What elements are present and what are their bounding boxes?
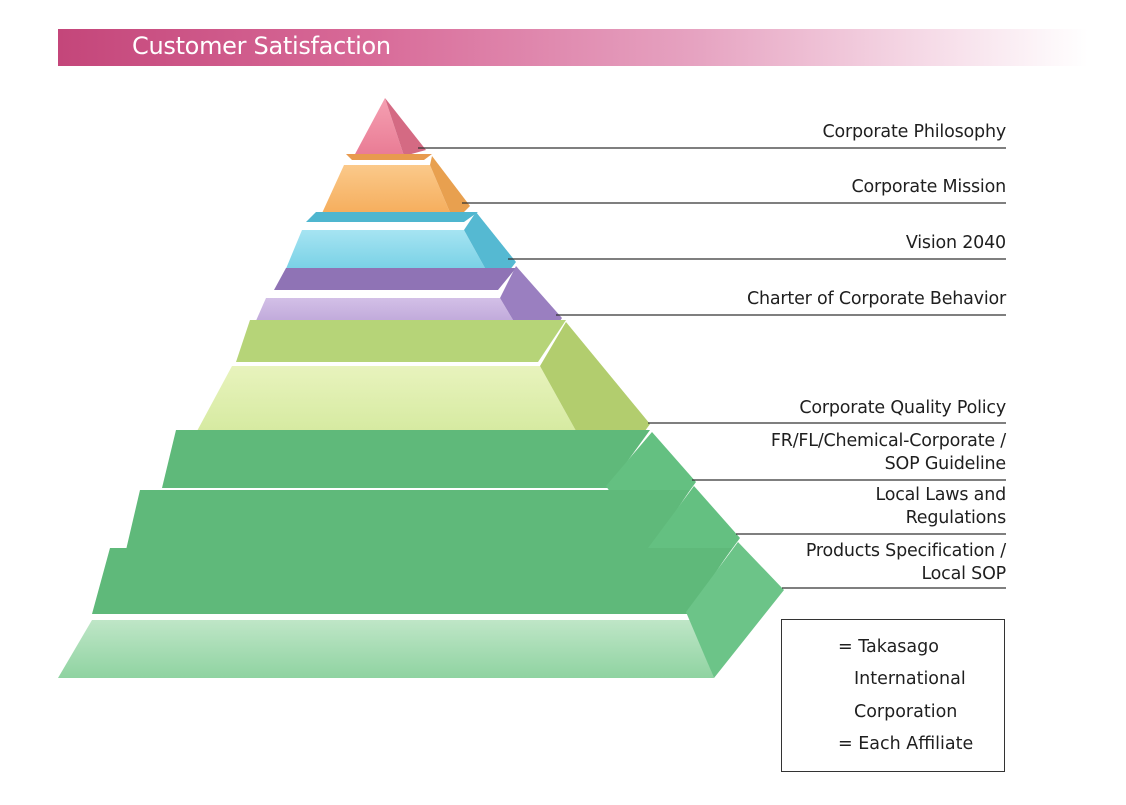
label-fr-fl-chemical-line1: FR/FL/Chemical-Corporate / [770, 431, 1006, 451]
legend-affiliate-label: = Each Affiliate [838, 734, 974, 754]
section-header-bar: Customer Satisfaction [58, 29, 1088, 66]
layer-corporate-philosophy [354, 98, 426, 156]
label-products-spec-line2: Local SOP [921, 564, 1006, 584]
leader-lines [418, 147, 1006, 589]
label-fr-fl-chemical-line2: SOP Guideline [884, 454, 1007, 474]
legend-takasago-line1: = Takasago [838, 637, 939, 657]
label-local-laws-line1: Local Laws and [875, 485, 1006, 505]
legend-takasago-line3: Corporation [854, 702, 958, 722]
section-title: Customer Satisfaction [132, 32, 391, 60]
label-local-laws-line2: Regulations [905, 508, 1007, 528]
label-corporate-philosophy: Corporate Philosophy [822, 122, 1006, 142]
layer-corporate-mission [318, 154, 470, 222]
label-corporate-mission: Corporate Mission [851, 177, 1006, 197]
legend-box [781, 619, 1005, 772]
label-charter-of-corporate-behavior: Charter of Corporate Behavior [747, 289, 1006, 309]
layer-products-specification-local-sop [58, 542, 784, 678]
label-products-spec-line1: Products Specification / [805, 541, 1006, 561]
label-vision-2040: Vision 2040 [905, 233, 1006, 253]
legend-takasago-line2: International [854, 669, 966, 689]
label-corporate-quality-policy: Corporate Quality Policy [799, 398, 1006, 418]
